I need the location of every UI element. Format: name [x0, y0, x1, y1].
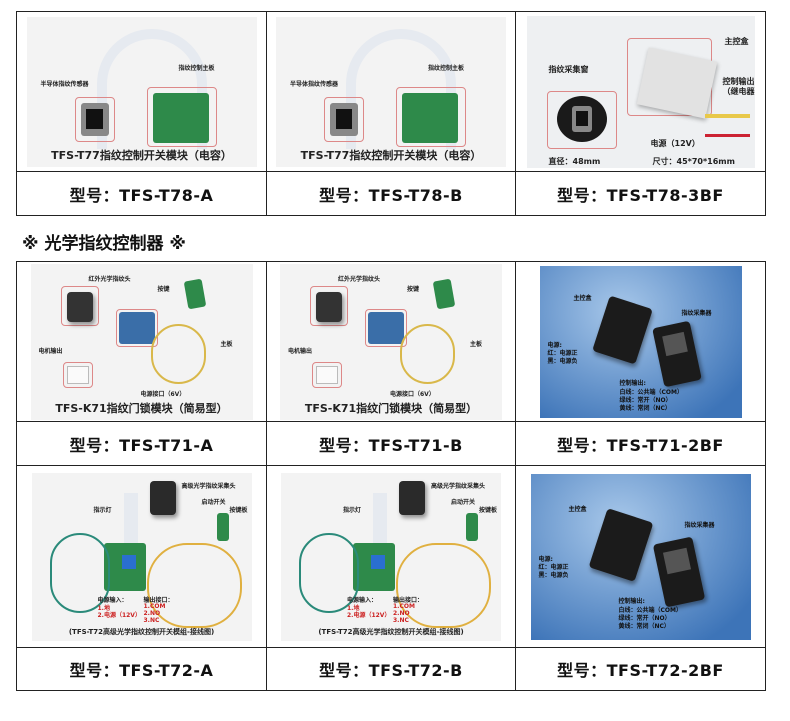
label: 高级光学指纹采集头: [431, 482, 486, 490]
product-photo-cell: 高级光学指纹采集头 指示灯 启动开关 按键板 电源输入： 1.地 2.电源（12…: [16, 465, 267, 648]
label: 控制输出: [722, 76, 755, 86]
label: 启动开关: [451, 498, 476, 506]
label: 2.电源（12V）: [97, 611, 141, 619]
product-photo-cell: 主控盒 指纹采集窗 控制输出 （继电器） 电源（12V） 直径：48mm 尺寸：…: [515, 11, 766, 172]
product-photo-t78-3bf: 主控盒 指纹采集窗 控制输出 （继电器） 电源（12V） 直径：48mm 尺寸：…: [526, 15, 755, 168]
label: 指示灯: [93, 506, 112, 514]
label: 半导体指纹传感器: [40, 80, 89, 88]
product-photo-t72-2bf: 主控盒 指纹采集器 电源: 红：电源正 黑：电源负 控制输出: 白线：公共端（C…: [530, 473, 751, 640]
label: 启动开关: [201, 498, 226, 506]
label: 电源接口（6V）: [140, 390, 186, 398]
label: 3.NC: [143, 616, 160, 624]
product-photo-t78-a: 半导体指纹传感器 指纹控制主板 TFS-T77指纹控制开关模块（电容）: [26, 16, 257, 167]
product-photo-t71-b: 红外光学指纹头 按键 主板 电机输出 电源接口（6V） TFS-K71指纹门锁模…: [280, 263, 502, 420]
label: 绿线：常开（NO）: [618, 614, 671, 622]
photo-caption: TFS-T77指纹控制开关模块（电容）: [300, 148, 482, 162]
label: 主控盒: [568, 505, 587, 513]
label: 输出接口：: [393, 596, 424, 604]
label: 指纹采集器: [681, 309, 712, 317]
section-heading: ※ 光学指纹控制器 ※: [22, 234, 186, 254]
model-label: 型号：TFS-T71-2BF: [515, 421, 766, 466]
photo-caption: TFS-K71指纹门锁模块（简易型）: [55, 401, 228, 415]
label: 控制输出:: [618, 597, 645, 605]
product-photo-cell: 半导体指纹传感器 指纹控制主板 TFS-T77指纹控制开关模块（电容）: [266, 11, 516, 172]
label: 电源（12V）: [650, 138, 700, 148]
product-photo-cell: 红外光学指纹头 按键 主板 电机输出 电源接口（6V） TFS-K71指纹门锁模…: [16, 261, 267, 422]
capacitive-products-table: 半导体指纹传感器 指纹控制主板 TFS-T77指纹控制开关模块（电容） 半导体指…: [16, 11, 766, 216]
product-photo-cell: 高级光学指纹采集头 指示灯 启动开关 按键板 电源输入： 1.地 2.电源（12…: [266, 465, 516, 648]
model-label: 型号：TFS-T78-3BF: [515, 171, 766, 216]
product-photo-t72-b: 高级光学指纹采集头 指示灯 启动开关 按键板 电源输入： 1.地 2.电源（12…: [281, 472, 501, 641]
product-photo-t72-a: 高级光学指纹采集头 指示灯 启动开关 按键板 电源输入： 1.地 2.电源（12…: [31, 472, 252, 641]
label: 尺寸：45*70*16mm: [652, 156, 735, 166]
label: 2.电源（12V）: [347, 611, 391, 619]
label: 按键: [407, 285, 420, 293]
label: 主板: [220, 340, 233, 348]
product-photo-t71-a: 红外光学指纹头 按键 主板 电机输出 电源接口（6V） TFS-K71指纹门锁模…: [30, 263, 253, 420]
photo-caption: TFS-K71指纹门锁模块（简易型）: [304, 401, 478, 415]
product-photo-cell: 半导体指纹传感器 指纹控制主板 TFS-T77指纹控制开关模块（电容）: [16, 11, 267, 172]
label: 红外光学指纹头: [88, 275, 131, 283]
label: 直径：48mm: [548, 156, 601, 166]
label: 主控盒: [724, 36, 749, 46]
model-label: 型号：TFS-T78-A: [16, 171, 267, 216]
label: 主板: [470, 340, 483, 348]
label: 电机输出: [288, 347, 313, 355]
label: 黄线：常闭（NC）: [618, 622, 670, 630]
label: 1.COM: [393, 602, 415, 610]
label: 白线：公共端（COM）: [618, 606, 682, 614]
label: 电源:: [538, 555, 553, 563]
product-photo-cell: 主控盒 指纹采集器 电源: 红：电源正 黑：电源负 控制输出: 白线：公共端（C…: [515, 465, 766, 648]
label: 黑：电源负: [547, 357, 578, 365]
model-label: 型号：TFS-T71-A: [16, 421, 267, 466]
label: 输出接口：: [143, 596, 174, 604]
label: 按键板: [479, 506, 498, 514]
label: 2.NO: [143, 609, 161, 617]
photo-caption: (TFS-T72高级光学指纹控制开关模组-接线图): [68, 627, 215, 636]
photo-caption: (TFS-T72高级光学指纹控制开关模组-接线图): [318, 627, 464, 636]
label: 指纹控制主板: [178, 64, 215, 72]
product-photo-cell: 红外光学指纹头 按键 主板 电机输出 电源接口（6V） TFS-K71指纹门锁模…: [266, 261, 516, 422]
label: 电源输入：: [97, 596, 128, 604]
photo-caption: TFS-T77指纹控制开关模块（电容）: [51, 148, 232, 162]
label: 主控盒: [573, 294, 592, 302]
label: 红外光学指纹头: [338, 275, 381, 283]
label: 电源:: [547, 341, 562, 349]
label: 指纹采集器: [684, 521, 715, 529]
label: 绿线：常开（NO）: [619, 396, 672, 404]
label: 黄线：常闭（NC）: [619, 404, 671, 412]
label: 白线：公共端（COM）: [619, 388, 683, 396]
label: 黑：电源负: [538, 571, 569, 579]
label: 3.NC: [393, 616, 409, 624]
label: 1.地: [97, 604, 110, 612]
optical-products-table: 红外光学指纹头 按键 主板 电机输出 电源接口（6V） TFS-K71指纹门锁模…: [16, 261, 766, 691]
label: 电机输出: [38, 347, 63, 355]
label: 2.NO: [393, 609, 410, 617]
product-photo-t78-b: 半导体指纹传感器 指纹控制主板 TFS-T77指纹控制开关模块（电容）: [276, 16, 506, 167]
label: 控制输出:: [619, 379, 646, 387]
model-label: 型号：TFS-T78-B: [266, 171, 516, 216]
product-photo-t71-2bf: 主控盒 指纹采集器 电源: 红：电源正 黑：电源负 控制输出: 白线：公共端（C…: [539, 265, 742, 418]
label: 指纹采集窗: [548, 64, 589, 74]
model-label: 型号：TFS-T72-B: [266, 647, 516, 691]
label: 按键板: [229, 506, 248, 514]
label: 红：电源正: [538, 563, 569, 571]
label: 红：电源正: [547, 349, 578, 357]
model-label: 型号：TFS-T72-2BF: [515, 647, 766, 691]
label: 高级光学指纹采集头: [181, 482, 236, 490]
model-label: 型号：TFS-T72-A: [16, 647, 267, 691]
label: 电源接口（6V）: [390, 390, 435, 398]
label: 按键: [157, 285, 170, 293]
model-label: 型号：TFS-T71-B: [266, 421, 516, 466]
label: （继电器）: [722, 86, 755, 96]
label: 指纹控制主板: [428, 64, 465, 72]
label: 1.地: [347, 604, 360, 612]
label: 半导体指纹传感器: [290, 80, 339, 88]
product-photo-cell: 主控盒 指纹采集器 电源: 红：电源正 黑：电源负 控制输出: 白线：公共端（C…: [515, 261, 766, 422]
label: 指示灯: [343, 506, 362, 514]
label: 电源输入：: [347, 596, 378, 604]
label: 1.COM: [143, 602, 166, 610]
